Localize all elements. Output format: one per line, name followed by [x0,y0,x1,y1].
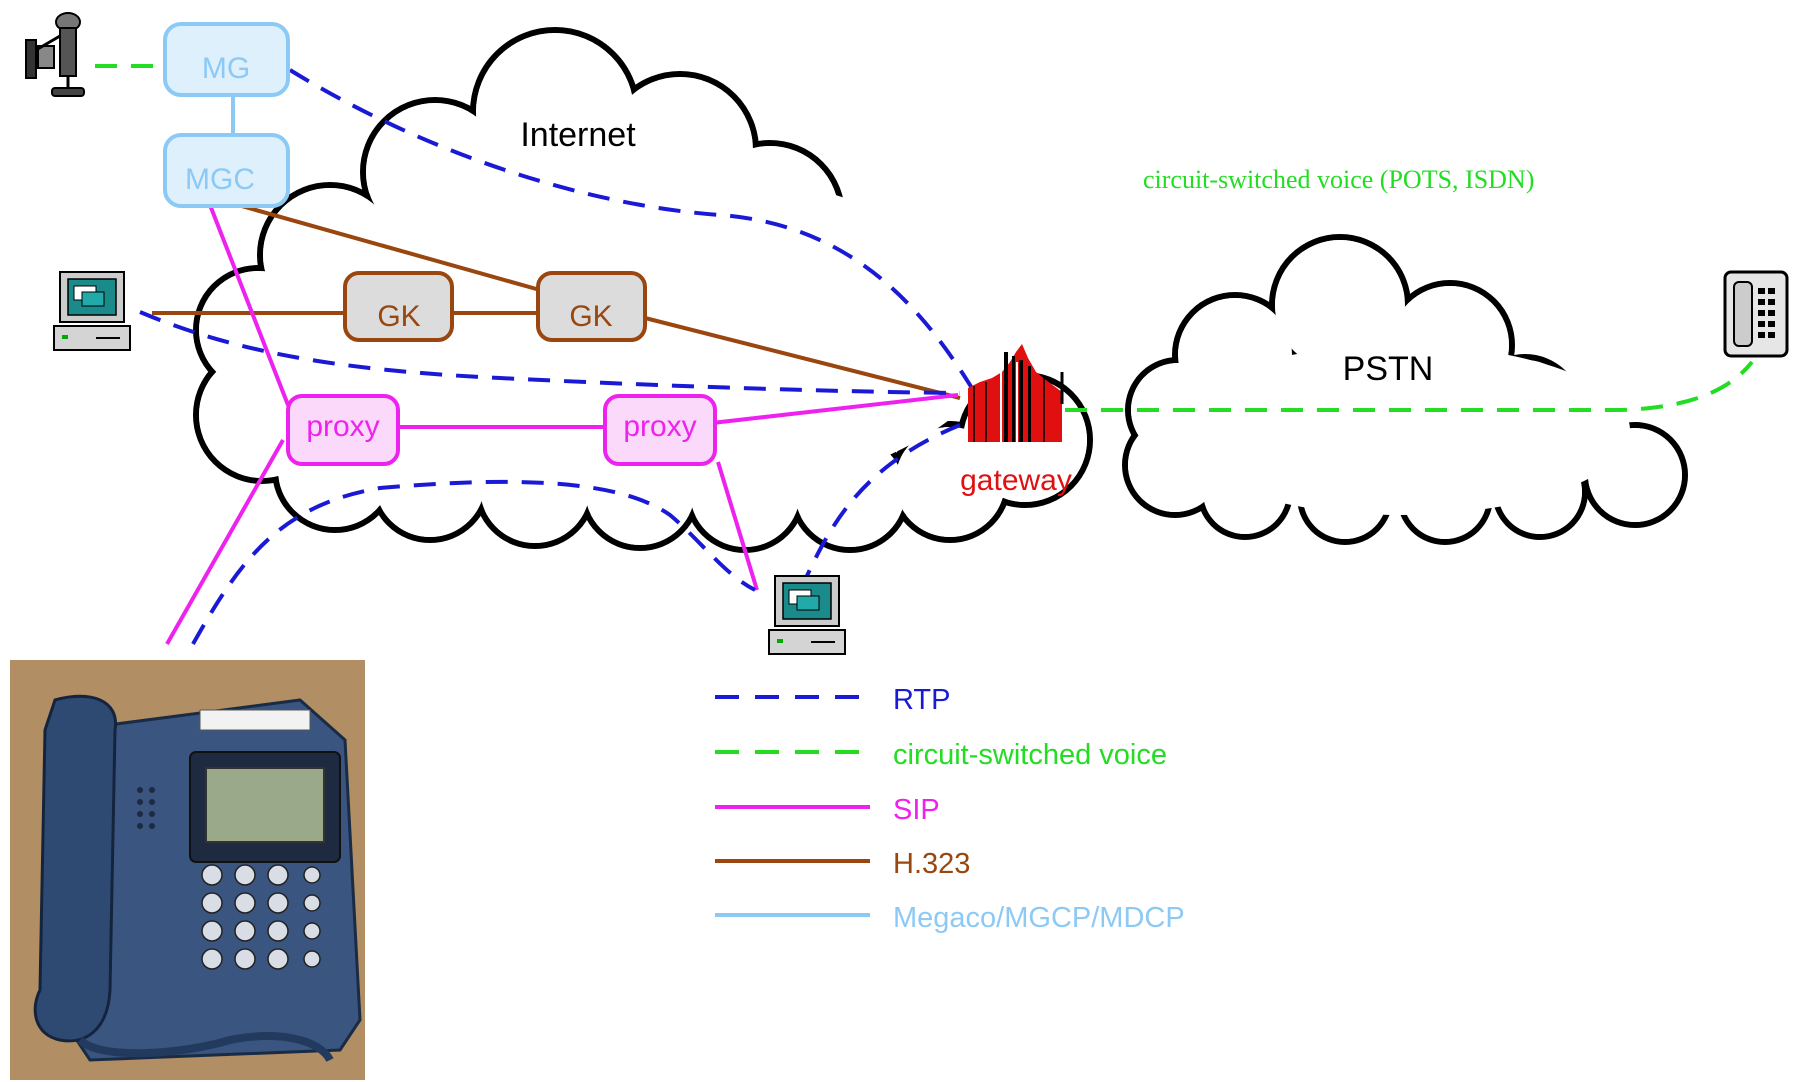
gk-node-1: GK [343,271,454,342]
legend-rtp-label: RTP [893,684,950,716]
old-telephone-icon [25,12,85,97]
h323-links [152,203,961,400]
gateway-label: gateway [960,464,1072,497]
rtp-links [139,68,977,645]
legend-h323-label: H.323 [893,848,970,880]
pstn-cloud [1122,234,1688,545]
legend-sip-label: SIP [893,794,940,826]
pstn-label: PSTN [1343,350,1434,388]
mg-label: MG [202,52,250,85]
ip-phone-photo [10,660,365,1080]
legend: RTP circuit-switched voice SIP H.323 Meg… [715,684,1185,934]
proxy-node-2: proxy [603,394,717,466]
proxy-node-1: proxy [286,394,400,466]
mg-node: MG [163,22,290,97]
circuit-links [95,64,1754,412]
proxy2-label: proxy [623,410,696,443]
mgc-node: MGC [163,133,290,208]
desk-phone-icon [1723,270,1789,358]
legend-megaco-label: Megaco/MGCP/MDCP [893,902,1185,934]
sip-links [165,204,959,645]
circuit-caption: circuit-switched voice (POTS, ISDN) [1143,165,1534,194]
gk1-label: GK [377,300,420,333]
proxy1-label: proxy [306,410,379,443]
computer-icon [768,575,846,655]
legend-circuit-label: circuit-switched voice [893,739,1167,771]
gateway-icon [968,344,1064,442]
gk-node-2: GK [536,271,647,342]
gk2-label: GK [569,300,612,333]
computer-icon [53,271,131,351]
mgc-label: MGC [185,163,255,196]
internet-label: Internet [520,116,636,154]
